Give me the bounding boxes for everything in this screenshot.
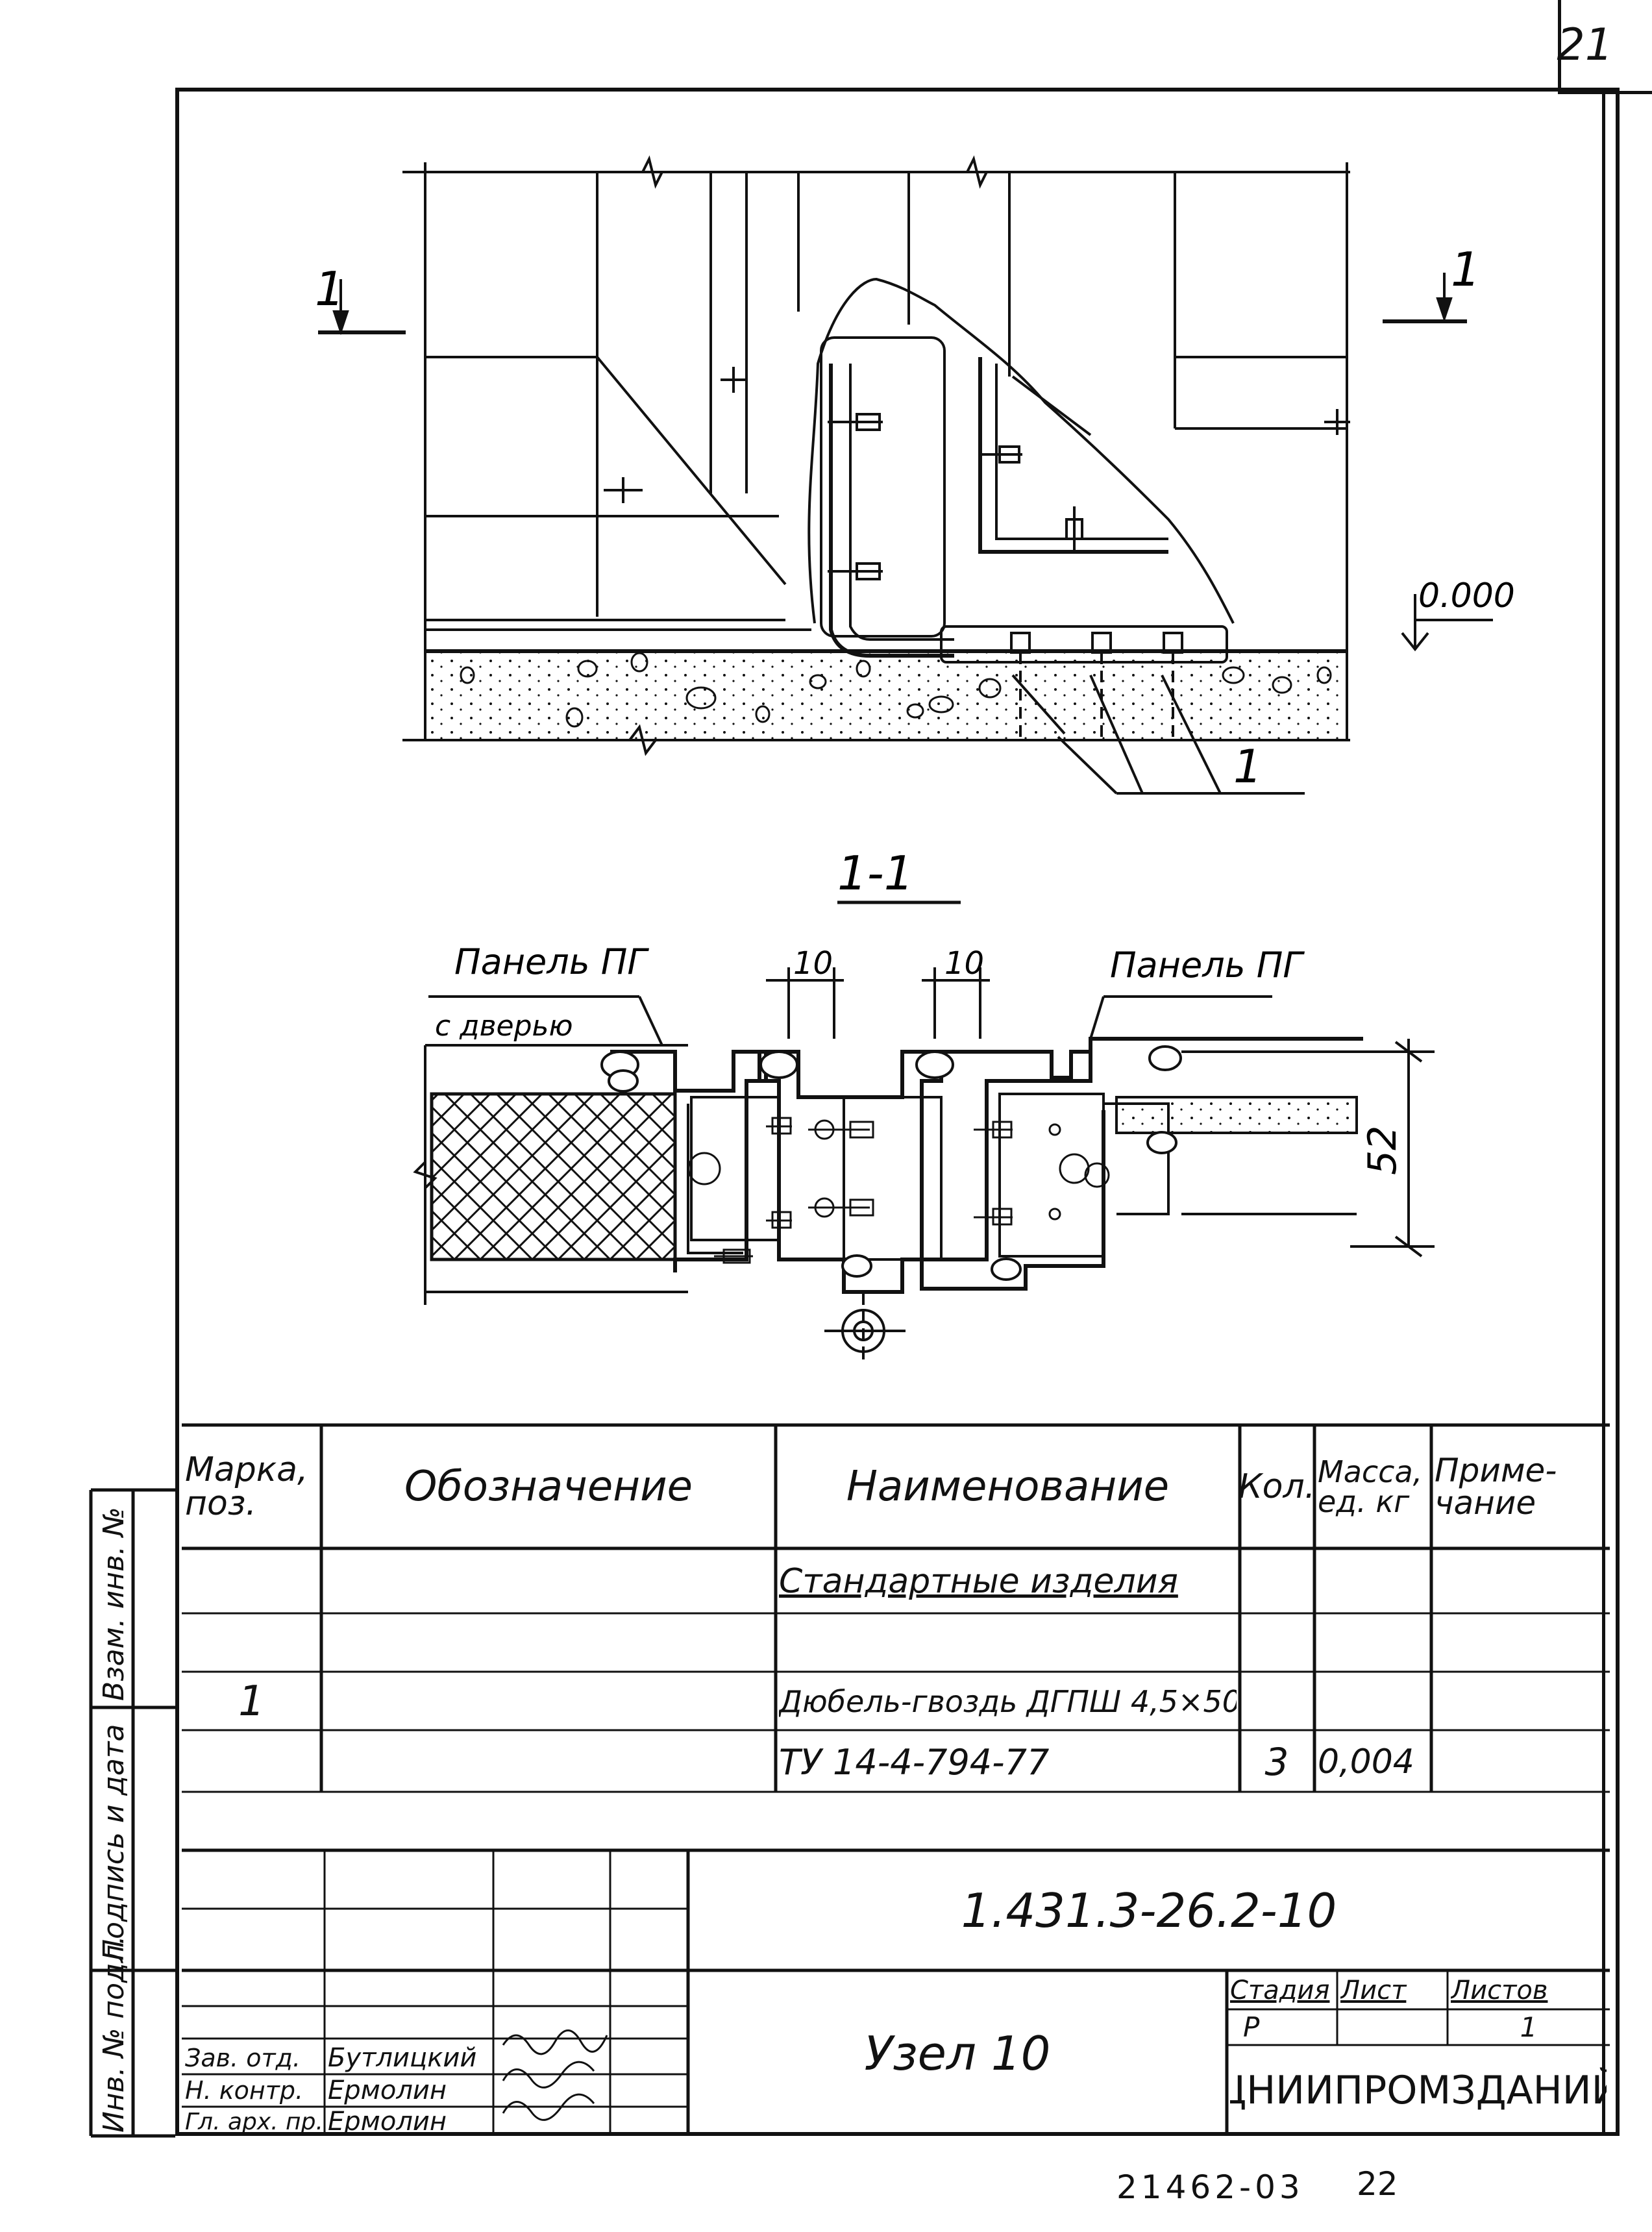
stage-value: Р bbox=[1243, 2011, 1260, 2043]
signer-name-3: Ермолин bbox=[328, 2107, 447, 2136]
row2-qty: 3 bbox=[1264, 1740, 1289, 1784]
frame-right-strip bbox=[1602, 91, 1605, 2136]
signer-name-2: Ермолин bbox=[328, 2076, 447, 2105]
side-sign-date: Подпись и дата bbox=[97, 1724, 130, 1961]
side-inv-orig: Инв. № подл. bbox=[97, 1935, 130, 2133]
signer-role-3: Гл. арх. пр. bbox=[185, 2108, 323, 2135]
signer-role-1: Зав. отд. bbox=[185, 2044, 301, 2072]
sheet-value bbox=[1340, 2010, 1446, 2044]
bottom-code: 21462-03 bbox=[1116, 2168, 1304, 2206]
header-qty: Кол. bbox=[1241, 1467, 1313, 1506]
page-number: 21 bbox=[1557, 19, 1613, 71]
side-replace-inv: Взам. инв. № bbox=[97, 1507, 130, 1701]
row1-mark: 1 bbox=[238, 1678, 265, 1726]
doc-title: Узел 10 bbox=[864, 2026, 1051, 2081]
bottom-page: 22 bbox=[1357, 2165, 1398, 2203]
signer-name-1: Бутлицкий bbox=[328, 2043, 477, 2073]
row1-name: Дюбель-гвоздь ДГПШ 4,5×50 bbox=[779, 1684, 1237, 1719]
section-mark-right: 1 bbox=[1451, 242, 1481, 297]
header-mark: Марка, поз. bbox=[185, 1450, 308, 1523]
level-mark: 0.000 bbox=[1418, 577, 1515, 615]
dim-height: 52 bbox=[1360, 1126, 1405, 1175]
group-title: Стандартные изделия bbox=[779, 1562, 1178, 1601]
drawing-frame bbox=[175, 88, 1620, 2136]
row2-name: ТУ 14-4-794-77 bbox=[779, 1741, 1050, 1783]
sheets-label: Листов bbox=[1451, 1975, 1548, 2005]
label-panel-left-line2: с дверью bbox=[435, 1010, 573, 1043]
signatures bbox=[502, 2029, 608, 2121]
stage-label: Стадия bbox=[1230, 1975, 1330, 2005]
signer-role-2: Н. контр. bbox=[185, 2076, 304, 2105]
elevation-view bbox=[318, 155, 1493, 795]
organization: ЦНИИПРОМЗДАНИЙ bbox=[1230, 2068, 1607, 2113]
section-view bbox=[413, 967, 1435, 1363]
row2-mass: 0,004 bbox=[1318, 1742, 1414, 1781]
section-title: 1-1 bbox=[837, 846, 914, 900]
label-panel-right: Панель ПГ bbox=[1110, 945, 1305, 986]
sheet-label: Лист bbox=[1340, 1975, 1407, 2005]
header-mass: Масса, ед. кг bbox=[1318, 1454, 1423, 1519]
dim-gap-left: 10 bbox=[793, 945, 833, 982]
dim-gap-right: 10 bbox=[944, 945, 984, 982]
sheets-value: 1 bbox=[1520, 2011, 1538, 2043]
label-panel-left-line1: Панель ПГ bbox=[454, 941, 649, 982]
section-mark-left: 1 bbox=[315, 262, 345, 316]
doc-code: 1.431.3-26.2-10 bbox=[961, 1883, 1337, 1938]
header-designation: Обозначение bbox=[404, 1463, 693, 1511]
header-note: Приме- чание bbox=[1435, 1452, 1557, 1522]
technical-drawing: 1 1 0.000 1 1-1 bbox=[315, 155, 1515, 1363]
callout-position: 1 bbox=[1233, 740, 1263, 793]
header-name: Наименование bbox=[846, 1463, 1170, 1511]
